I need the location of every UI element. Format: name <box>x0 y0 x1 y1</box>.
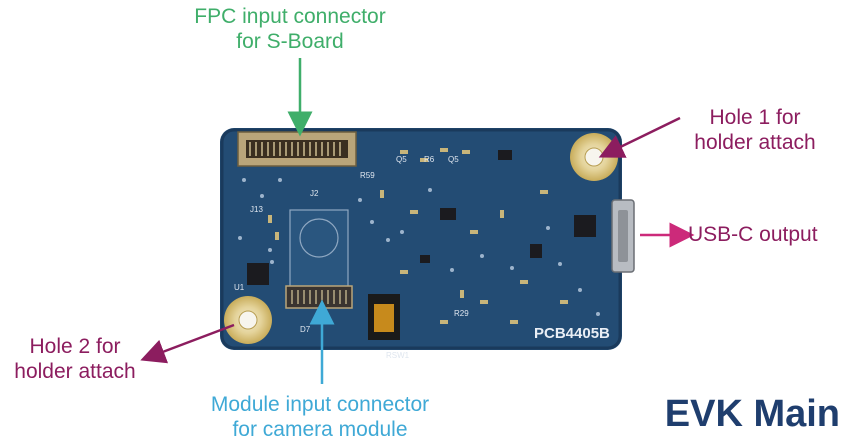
callout-module-connector: Module input connector for camera module <box>190 392 450 442</box>
silk-pcb-id: PCB4405B <box>534 325 610 342</box>
page-title: EVK Main <box>664 393 840 435</box>
silk-label-r29: R29 <box>454 309 469 318</box>
passive-components <box>268 148 568 324</box>
arrow-hole1 <box>598 116 681 158</box>
callout-usbc-line1: USB-C output <box>688 223 818 246</box>
usb-c-connector <box>611 199 635 273</box>
callout-usb-c: USB-C output <box>688 222 838 247</box>
callout-hole2-line2: holder attach <box>14 360 136 383</box>
fpc-pins <box>249 142 341 156</box>
silk-label-q5: Q5 <box>396 155 407 164</box>
vias <box>238 178 600 316</box>
hole-2 <box>224 296 272 344</box>
silk-label-u1: U1 <box>234 283 245 292</box>
silk-label-d7: D7 <box>300 325 311 334</box>
callout-fpc-line1: FPC input connector <box>194 5 386 28</box>
silk-label-r6: R6 <box>424 155 435 164</box>
silk-label-j13: J13 <box>250 205 263 214</box>
ic-chips <box>247 150 596 285</box>
silk-label-q5: Q5 <box>448 155 459 164</box>
camera-module-socket <box>285 209 353 309</box>
fpc-connector <box>237 131 357 167</box>
callout-module-line2: for camera module <box>232 418 408 441</box>
silk-label-j2: J2 <box>310 189 319 198</box>
callout-hole1-line1: Hole 1 for <box>709 106 801 129</box>
callout-module-line1: Module input connector <box>210 393 430 416</box>
arrow-hole2 <box>140 323 235 364</box>
callout-hole-1: Hole 1 for holder attach <box>670 105 840 155</box>
callout-fpc-connector: FPC input connector for S-Board <box>160 4 420 54</box>
callout-hole2-line1: Hole 2 for <box>29 335 121 358</box>
dip-switch <box>368 294 400 340</box>
silk-label-rsw1: RSW1 <box>386 351 410 360</box>
silk-label-r59: R59 <box>360 171 375 180</box>
callout-hole1-line2: holder attach <box>694 131 816 154</box>
hole-1 <box>570 133 618 181</box>
callout-fpc-line2: for S-Board <box>236 30 344 53</box>
callout-hole-2: Hole 2 for holder attach <box>0 334 150 384</box>
